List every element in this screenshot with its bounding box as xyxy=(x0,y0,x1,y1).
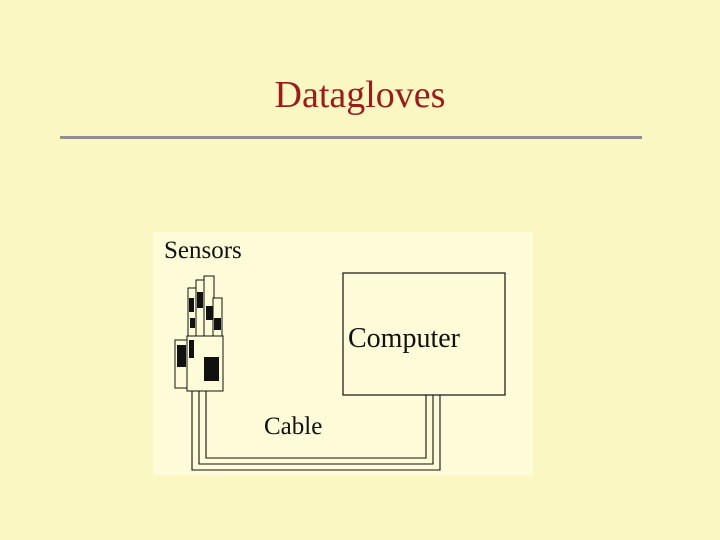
sensor-patch xyxy=(189,340,194,358)
sensor-patch xyxy=(214,318,221,330)
glove-sensors xyxy=(177,292,221,381)
sensor-patch xyxy=(206,306,213,320)
sensor-patch xyxy=(204,357,219,381)
cable-line xyxy=(191,391,441,471)
title-divider xyxy=(60,136,642,139)
cable-label: Cable xyxy=(264,413,322,440)
computer-box xyxy=(342,272,506,396)
sensor-patch xyxy=(190,318,195,328)
computer-label: Computer xyxy=(348,323,461,354)
sensor-patch xyxy=(189,298,194,312)
sensor-patch xyxy=(177,345,186,367)
sensors-label: Sensors xyxy=(164,237,242,264)
slide-title: Datagloves xyxy=(274,74,446,116)
sensor-patch xyxy=(197,292,203,308)
